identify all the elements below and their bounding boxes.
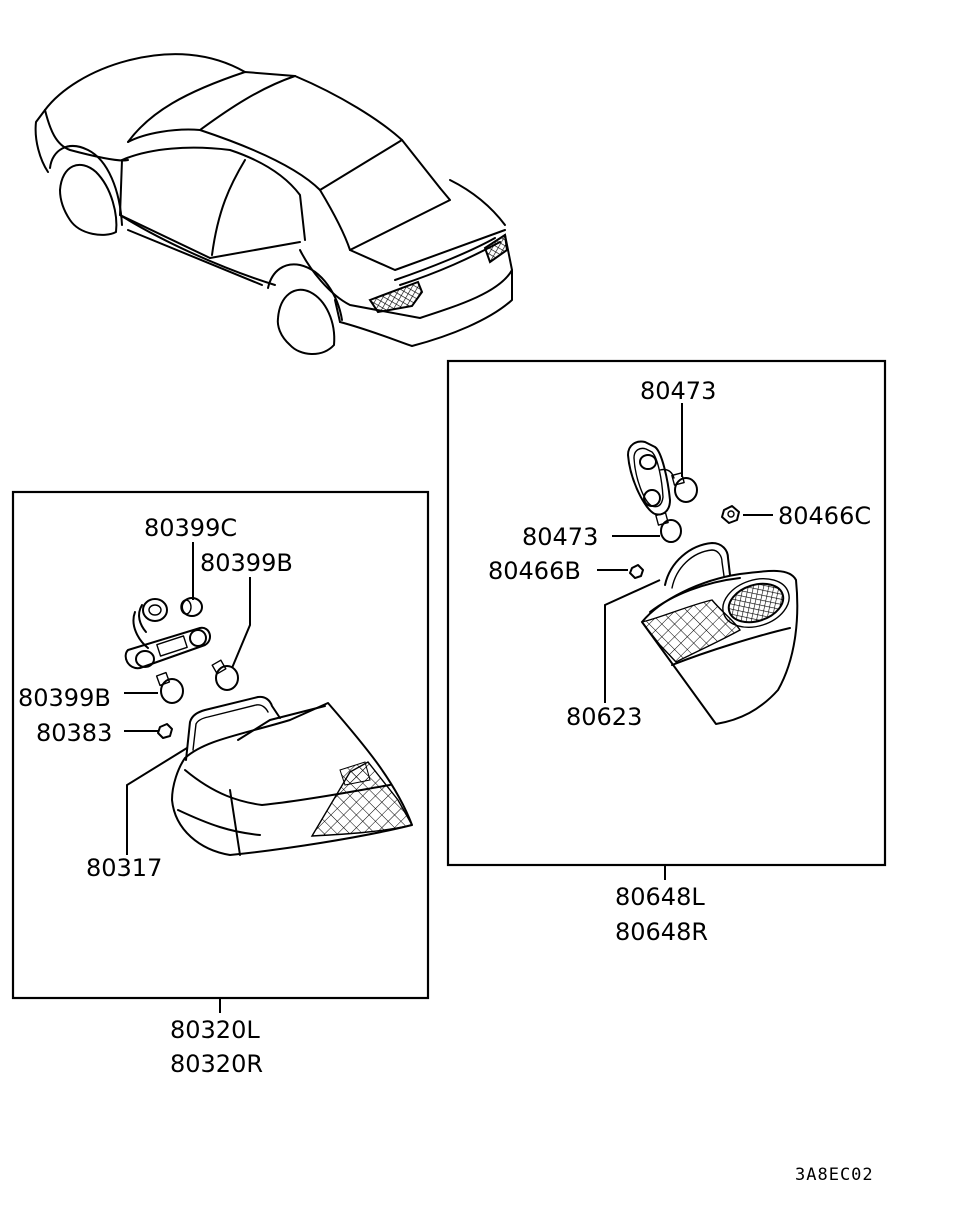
bulb-80473-upper-drawing xyxy=(671,472,698,503)
label-80466b: 80466B xyxy=(488,557,581,585)
bulb-80399c-drawing xyxy=(180,597,203,617)
label-80648l: 80648L xyxy=(615,883,705,911)
nut-80383-drawing xyxy=(157,723,173,739)
outer-tail-lamp-drawing xyxy=(171,702,414,856)
label-80648r: 80648R xyxy=(615,918,708,946)
label-80399c: 80399C xyxy=(144,514,237,542)
leader-80623 xyxy=(604,579,661,703)
label-80466c: 80466C xyxy=(778,502,871,530)
label-80320l: 80320L xyxy=(170,1016,260,1044)
nut-80466b-drawing xyxy=(629,564,644,579)
bulb-80473-lower-drawing xyxy=(655,512,682,543)
label-80473-mid: 80473 xyxy=(522,523,598,551)
leader-80317 xyxy=(126,747,188,855)
label-80383: 80383 xyxy=(36,719,112,747)
label-80399b-left: 80399B xyxy=(18,684,111,712)
label-80320r: 80320R xyxy=(170,1050,263,1078)
label-80399b-top: 80399B xyxy=(200,549,293,577)
sedan-rear-view-illustration xyxy=(34,53,513,355)
label-80317: 80317 xyxy=(86,854,162,882)
inner-lamp-frame xyxy=(446,359,887,867)
socket-plate-drawing xyxy=(627,440,675,516)
figure-code: 3A8EC02 xyxy=(795,1165,874,1185)
gasket-80317-drawing xyxy=(185,695,281,761)
bulb-80399b-upper-drawing xyxy=(211,659,239,691)
nut-80466c-drawing xyxy=(721,505,740,524)
bulb-80399b-lower-drawing xyxy=(155,671,184,704)
label-80473-top: 80473 xyxy=(640,377,716,405)
leader-80399b-top xyxy=(231,577,251,669)
label-80623: 80623 xyxy=(566,703,642,731)
inner-lamp-drawing xyxy=(640,542,799,725)
socket-harness-drawing xyxy=(124,598,212,670)
